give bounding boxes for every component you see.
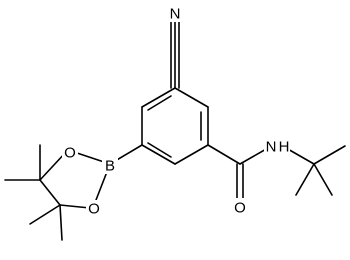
ring-double-bond-3	[147, 95, 172, 111]
methyl-4	[59, 204, 63, 241]
boronate-oxygen-bottom-label: O	[88, 201, 100, 218]
tbutyl-methyl-1	[313, 145, 346, 165]
nitrile-group	[170, 21, 180, 89]
benzene-ring	[141, 87, 209, 165]
ring-to-carbonyl-bond	[207, 144, 241, 165]
tbutyl-methyl-2	[313, 163, 333, 196]
methyl-3	[29, 204, 61, 225]
pinacol-cc-bond	[39, 179, 61, 206]
ring-bond-4	[141, 144, 176, 165]
o-top-carbon-bond	[39, 151, 67, 181]
ring-double-bond-2	[147, 142, 172, 158]
n-to-tbutyl-bond	[285, 147, 315, 165]
tert-butyl-group	[295, 145, 346, 196]
nitrile-nitrogen-label: N	[170, 6, 181, 23]
tbutyl-methyl-3	[295, 163, 315, 196]
ring-bond-1	[174, 87, 209, 108]
amide-hydrogen-label: H	[279, 139, 290, 156]
amide-nitrogen-label: N	[266, 139, 277, 156]
ring-bond-3	[174, 144, 209, 165]
carbonyl-oxygen-label: O	[234, 200, 246, 217]
amide-group	[207, 144, 315, 199]
boron-label: B	[105, 158, 115, 175]
boronate-oxygen-top-label: O	[64, 145, 76, 162]
o-bottom-carbon-bond	[59, 204, 91, 209]
ring-bond-6	[141, 87, 176, 108]
carbonyl-to-n-bond	[239, 147, 269, 165]
atom-labels: N N H O B O O	[62, 4, 290, 218]
